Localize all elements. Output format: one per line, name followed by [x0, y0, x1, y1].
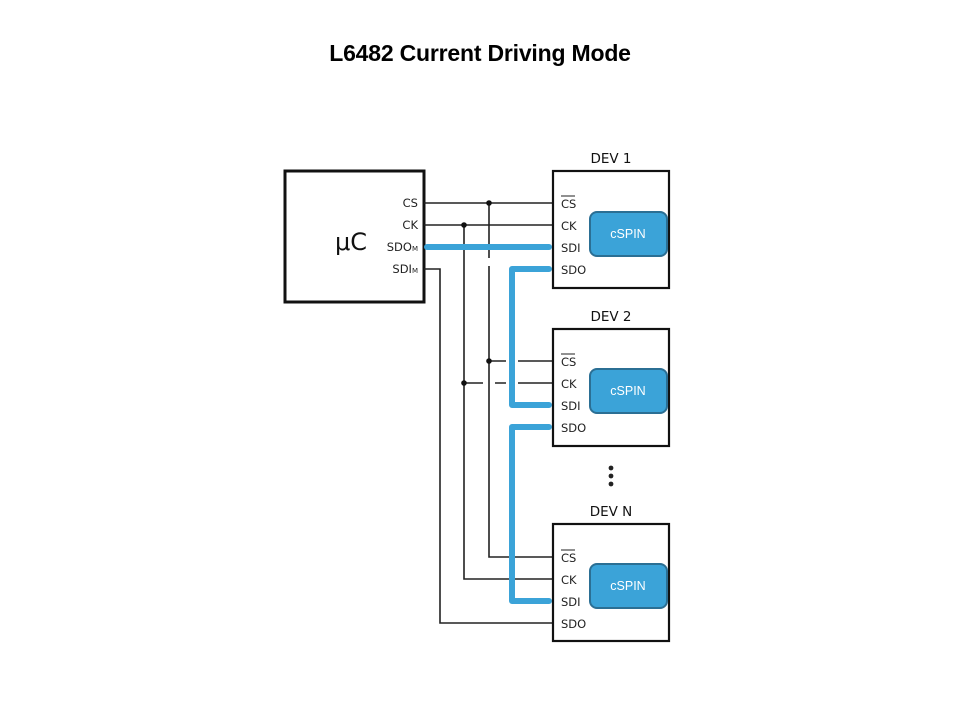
pin-ck: CK	[561, 377, 577, 391]
uc-pin-sdo: SDOM	[387, 240, 418, 254]
device-label: DEV N	[590, 504, 633, 520]
pin-cs: CS	[561, 197, 576, 211]
pin-sdi: SDI	[561, 241, 581, 255]
uc-pin-sdo-sub: M	[412, 245, 418, 253]
slide-title: L6482 Current Driving Mode	[329, 40, 631, 66]
pin-sdo: SDO	[561, 263, 586, 277]
pin-cs: CS	[561, 551, 576, 565]
pin-ck: CK	[561, 573, 577, 587]
cs-bus-vertical	[488, 203, 553, 558]
uc-pin-sdi-name: SDI	[392, 262, 412, 276]
uc-pin-sdi: SDIM	[392, 262, 418, 276]
device-dev1: DEV 1 CS CK SDI SDO cSPIN	[551, 151, 671, 290]
junction-dot	[461, 222, 467, 228]
uc-pin-sdo-name: SDO	[387, 240, 412, 254]
chip-label: cSPIN	[610, 579, 645, 593]
daisy-chain-lines	[424, 244, 552, 604]
uc-pin-cs: CS	[403, 196, 418, 210]
junction-dot	[486, 358, 492, 364]
uc-pin-ck: CK	[402, 218, 418, 232]
sdi-return-wire	[424, 268, 553, 624]
pin-sdi: SDI	[561, 595, 581, 609]
ck-bus-vertical	[463, 225, 553, 580]
junction-dot	[461, 380, 467, 386]
device-label: DEV 1	[590, 151, 631, 167]
device-devn: DEV N CS CK SDI SDO cSPIN	[551, 504, 671, 643]
device-label: DEV 2	[590, 309, 631, 325]
uc-pin-sdi-sub: M	[412, 267, 418, 275]
device-dev2: DEV 2 CS CK SDI SDO cSPIN	[551, 309, 671, 448]
junction-dots	[461, 200, 492, 386]
microcontroller-block: μC CS CK SDOM SDIM	[283, 169, 426, 304]
pin-cs: CS	[561, 355, 576, 369]
more-devices-ellipsis	[608, 465, 614, 487]
dev2-sdo-to-devn-sdi	[509, 424, 552, 604]
chip-label: cSPIN	[610, 227, 645, 241]
pin-sdo: SDO	[561, 421, 586, 435]
chip-label: cSPIN	[610, 384, 645, 398]
microcontroller-label: μC	[335, 228, 367, 256]
pin-sdo: SDO	[561, 617, 586, 631]
pin-sdi: SDI	[561, 399, 581, 413]
dev1-sdo-to-dev2-sdi	[509, 266, 552, 408]
junction-dot	[486, 200, 492, 206]
pin-ck: CK	[561, 219, 577, 233]
